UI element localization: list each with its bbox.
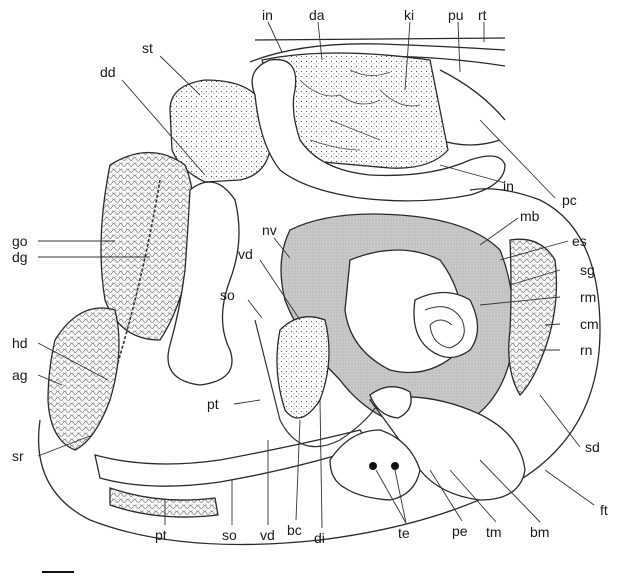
label-sg: sg xyxy=(580,262,595,278)
label-di: di xyxy=(314,530,325,546)
label-rt: rt xyxy=(478,7,487,23)
label-so-bot: so xyxy=(222,527,237,543)
label-tm: tm xyxy=(486,524,502,540)
label-es: es xyxy=(572,233,587,249)
label-sd: sd xyxy=(585,439,600,455)
label-pt-bot: pt xyxy=(155,527,167,543)
label-in-top: in xyxy=(262,7,273,23)
spermoviduct-tube xyxy=(95,430,370,486)
label-pu: pu xyxy=(448,7,464,23)
albumen-gland xyxy=(48,308,119,450)
label-dg: dg xyxy=(12,249,28,265)
label-rm: rm xyxy=(580,289,596,305)
label-go: go xyxy=(12,233,28,249)
label-bm: bm xyxy=(530,524,549,540)
label-cm: cm xyxy=(580,316,599,332)
label-nv: nv xyxy=(262,222,277,238)
label-pc: pc xyxy=(562,192,577,208)
label-rn: rn xyxy=(580,342,592,358)
label-in-right: in xyxy=(503,178,514,194)
label-ft: ft xyxy=(600,502,608,518)
label-hd: hd xyxy=(12,335,28,351)
organ-drawing xyxy=(39,38,600,572)
label-da: da xyxy=(309,7,325,23)
label-te: te xyxy=(398,525,410,541)
label-ag: ag xyxy=(12,367,28,383)
label-sr: sr xyxy=(12,448,24,464)
label-so-mid: so xyxy=(220,287,235,303)
label-vd-bot: vd xyxy=(260,527,275,543)
label-mb: mb xyxy=(520,208,540,224)
label-dd: dd xyxy=(100,64,116,80)
label-st: st xyxy=(142,40,153,56)
label-pt-mid: pt xyxy=(207,396,219,412)
bursa-copulatrix xyxy=(277,317,329,418)
salivary-gland xyxy=(509,239,557,395)
eye-left xyxy=(369,462,377,470)
label-ki: ki xyxy=(404,7,414,23)
label-pe: pe xyxy=(452,523,468,539)
prostate xyxy=(110,488,218,517)
eye-right xyxy=(391,462,399,470)
label-bc: bc xyxy=(287,522,302,538)
label-vd-mid: vd xyxy=(238,246,253,262)
